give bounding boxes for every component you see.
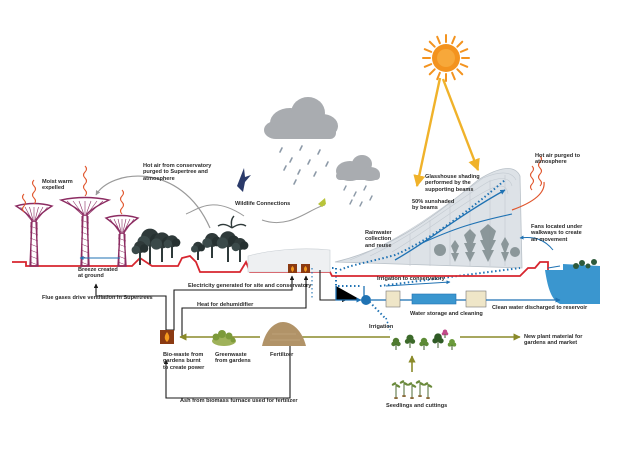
label-fertilizer: Fertilizer [270,352,294,358]
label-line: gardens and market [524,340,578,347]
label-moist-warm: Moist warm expelled [42,179,73,192]
plant-icon [419,337,429,350]
label-line: Rainwater [365,230,392,236]
new-plants-icon [391,329,457,350]
label-greenwaste: Greenwaste from gardens [215,352,251,365]
label-biowaste: Bio-waste from gardens burnt to create p… [163,352,204,371]
hot-air-airflow-arc [95,175,211,229]
fans-airflow-arrow [519,235,554,251]
label-line: Glasshouse shading [425,174,480,180]
wildlife-arc [261,204,326,223]
tree-icon [131,241,149,265]
tree-icon [231,238,249,262]
label-line: from gardens [215,358,251,365]
biomass-furnace-icon [160,330,174,344]
label-line: performed by the [425,180,471,187]
label-irrigation-conservatory: Irrigation to conservatory [377,276,445,282]
rain-drops-small [343,185,373,207]
supertree-icon [58,196,112,267]
seedling-icon [391,382,401,399]
label-line: Hot air from conservatory [143,163,212,169]
label-sunshaded: 50% sunshaded by beams [412,199,454,212]
greenwaste-icon [212,330,236,346]
seedling-icon [399,380,409,397]
label-electricity: Electricity generated for site and conse… [188,283,312,289]
label-hot-air-conservatory: Hot air from conservatory purged to Supe… [143,163,211,182]
label-seedlings: Seedlings and cuttings [386,403,448,409]
label-wildlife: Wildlife Connections [235,201,291,207]
bird-icon [237,168,251,192]
label-line: expelled [42,185,65,192]
label-hot-air-atmosphere: Hot air purged to atmosphere [535,153,580,166]
label-water-storage: Water storage and cleaning [410,311,483,317]
rain-drops-large [279,145,329,185]
label-line: New plant material for [524,334,583,340]
label-line: gardens burnt [163,358,201,365]
water-treatment-system [311,268,561,308]
label-line: Breeze created [78,267,118,273]
power-unit-icon [288,264,310,273]
label-line: walkways to create [531,230,582,237]
label-line: by beams [412,205,438,212]
plant-icon [447,339,457,350]
tree-icon [191,241,205,260]
plant-icon [441,329,449,338]
heat-squiggles [21,155,543,215]
label-clean-water: Clean water discharged to reservoir [492,305,588,311]
tree-icon [163,235,181,258]
supertree-icon [14,202,54,267]
label-line: Hot air purged to [535,153,581,159]
supertree-icon [104,214,140,267]
plant-icon [404,334,416,348]
reservoir-water [545,259,600,304]
label-irrigation: Irrigation [369,324,394,330]
label-flue-gases: Flue gases drive ventilation in Supertre… [42,295,153,301]
label-heat-dehumidifier: Heat for dehumidifier [197,302,254,308]
conservatory-glasshouse [334,168,545,269]
label-line: 50% sunshaded [412,199,455,205]
label-line: Moist warm [42,179,73,185]
label-line: Fans located under [531,224,583,230]
label-line: to create power [163,364,205,371]
label-line: collection [365,236,392,243]
label-line: Greenwaste [215,352,247,358]
label-line: Bio-waste from [163,352,204,358]
label-line: atmosphere [143,175,175,182]
airflow-secondary [185,204,245,217]
sun-ray-arrows [413,77,480,188]
butterfly-icon [318,198,326,207]
seedlings-icon [391,380,433,399]
fertilizer-dome-icon [262,322,306,346]
label-line: purged to Supertree and [143,169,208,176]
plant-icon [391,337,401,350]
garden-trees [131,215,249,265]
supertree-group [14,196,140,267]
label-new-plant: New plant material for gardens and marke… [524,334,582,347]
cloud-icon-small [336,155,380,181]
label-line: air movement [531,236,568,243]
label-fans: Fans located under walkways to create ai… [531,224,582,243]
plant-icon [432,333,444,348]
label-line: supporting beams [425,186,474,193]
sun-icon [422,34,470,82]
seedling-icon [423,382,433,399]
label-line: at ground [78,273,104,280]
label-line: atmosphere [535,159,567,166]
ground-profile-line [12,255,563,277]
seedling-icon [407,382,417,399]
irrigation-conservatory-arrow [385,280,451,287]
label-glasshouse: Glasshouse shading performed by the supp… [425,174,480,193]
label-ash: Ash from biomass furnace used for fertil… [180,398,298,404]
label-rainwater: Rainwater collection and reuse [365,230,392,249]
cloud-icon-large [264,97,338,139]
label-breeze: Breeze created at ground [78,267,118,280]
seedling-icon [415,380,425,397]
label-line: and reuse [365,242,392,249]
